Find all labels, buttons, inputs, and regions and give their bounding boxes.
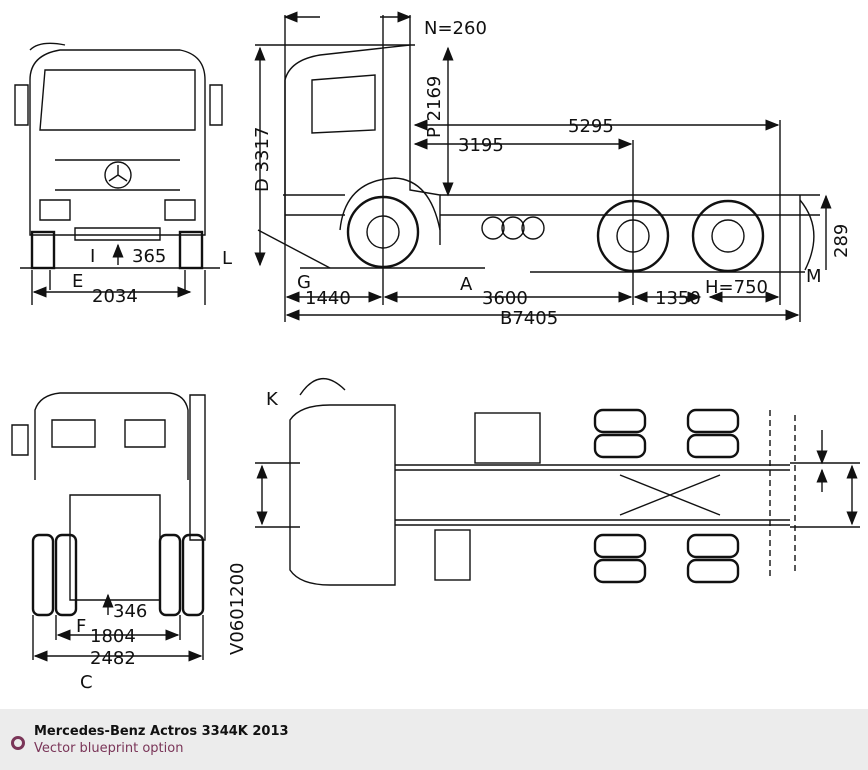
label-h: H=750 [705,277,768,298]
circle-bullet-icon [11,736,25,750]
label-1350: 1350 [655,288,701,309]
label-p: P 2169 [424,76,445,138]
label-289: 289 [831,224,852,258]
label-l: L [222,248,232,269]
caption-bar: Mercedes-Benz Actros 3344K 2013 Vector b… [0,709,868,770]
label-3195: 3195 [458,135,504,156]
label-b: B7405 [500,308,558,329]
label-1804: 1804 [90,626,136,647]
label-n: N=260 [424,18,487,39]
side-view: N=260 P 2169 D 3317 L 5295 3195 289 G A … [222,11,852,329]
label-3600: 3600 [482,288,528,309]
label-code: V0601200 [227,563,248,655]
label-1440: 1440 [305,288,351,309]
label-f: F [76,616,86,637]
rear-view: 346 F 1804 2482 C V0601200 [11,392,248,693]
label-2034: 2034 [92,286,138,307]
caption-title: Mercedes-Benz Actros 3344K 2013 [34,724,289,739]
label-346: 346 [113,601,147,622]
label-k: K [266,389,279,410]
label-e: E [72,271,83,292]
top-view: K [255,378,860,586]
label-365: 365 [132,246,166,267]
label-c: C [80,672,93,693]
front-view: I 365 E 2034 [14,42,223,307]
truck-blueprint: I 365 E 2034 N=260 P 2169 D 331 [11,11,860,693]
label-d: D 3317 [252,127,273,192]
label-i: I [90,246,95,267]
label-m: M [806,266,822,287]
label-a: A [460,274,473,295]
caption-subtitle: Vector blueprint option [34,741,184,756]
label-5295: 5295 [568,116,614,137]
label-2482: 2482 [90,648,136,669]
label-g: G [297,272,311,293]
